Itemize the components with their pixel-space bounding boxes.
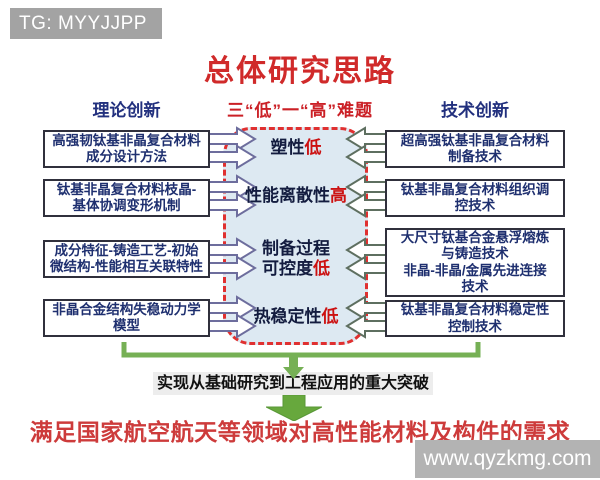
- problem-accent: 低: [313, 259, 330, 278]
- double-arrow-right-icon: [205, 174, 257, 218]
- problem-accent: 低: [321, 307, 339, 326]
- problem-accent: 高: [330, 186, 347, 205]
- tg-watermark: TG: MYYJJPP: [10, 8, 162, 39]
- technology-box-label: 大尺寸钛基合金悬浮熔炼 与铸造技术 非晶-非晶/金属先进连接 技术: [400, 229, 550, 295]
- theory-box-label: 非晶合金结构失稳动力学 模型: [52, 301, 201, 334]
- theory-box: 成分特征-铸造工艺-初始 微结构-性能相互关联特性: [43, 240, 210, 278]
- theory-box: 高强韧钛基非晶复合材料 成分设计方法: [43, 130, 210, 168]
- theory-box: 非晶合金结构失稳动力学 模型: [43, 299, 210, 337]
- theory-box-label: 高强韧钛基非晶复合材料 成分设计方法: [52, 132, 201, 165]
- technology-box-label: 钛基非晶复合材料组织调 控技术: [400, 181, 550, 214]
- double-arrow-right-icon: [205, 126, 257, 170]
- technology-box-label: 钛基非晶复合材料稳定性 控制技术: [400, 302, 550, 334]
- down-arrow-icon: [266, 395, 322, 421]
- problem-item: 塑性低: [225, 138, 367, 158]
- problem-text: 热稳定性: [253, 307, 322, 326]
- double-arrow-right-icon: [205, 237, 257, 281]
- problem-item: 制备过程 可控度低: [225, 239, 367, 279]
- problem-item: 性能离散性高: [225, 186, 367, 206]
- milestone-banner: 实现从基础研究到工程应用的重大突破: [153, 372, 433, 395]
- site-watermark: www.qyzkmg.com: [415, 440, 600, 478]
- double-arrow-left-icon: [345, 126, 397, 170]
- problem-text: 制备过程 可控度: [262, 239, 330, 278]
- problem-item: 热稳定性低: [225, 307, 367, 327]
- column-header-technology: 技术创新: [441, 101, 509, 120]
- technology-box: 超高强钛基非晶复合材料 制备技术: [385, 130, 565, 168]
- technology-box-label: 超高强钛基非晶复合材料 制备技术: [400, 132, 550, 165]
- technology-box: 钛基非晶复合材料稳定性 控制技术: [385, 300, 565, 337]
- theory-box-label: 钛基非晶复合材料枝晶- 基体协调变形机制: [56, 181, 197, 214]
- funnel-bracket-icon: [121, 342, 481, 379]
- column-header-theory: 理论创新: [92, 101, 161, 120]
- page-title: 总体研究思路: [204, 55, 396, 88]
- problems-header: 三“低”一“高”难题: [227, 101, 373, 120]
- double-arrow-right-icon: [205, 295, 257, 339]
- technology-box: 大尺寸钛基合金悬浮熔炼 与铸造技术 非晶-非晶/金属先进连接 技术: [385, 228, 565, 297]
- problem-text: 塑性: [270, 138, 305, 157]
- problem-text: 性能离散性: [245, 186, 330, 205]
- theory-box: 钛基非晶复合材料枝晶- 基体协调变形机制: [43, 179, 210, 217]
- theory-box-label: 成分特征-铸造工艺-初始 微结构-性能相互关联特性: [50, 242, 203, 275]
- problem-accent: 低: [304, 138, 322, 157]
- technology-box: 钛基非晶复合材料组织调 控技术: [385, 179, 565, 217]
